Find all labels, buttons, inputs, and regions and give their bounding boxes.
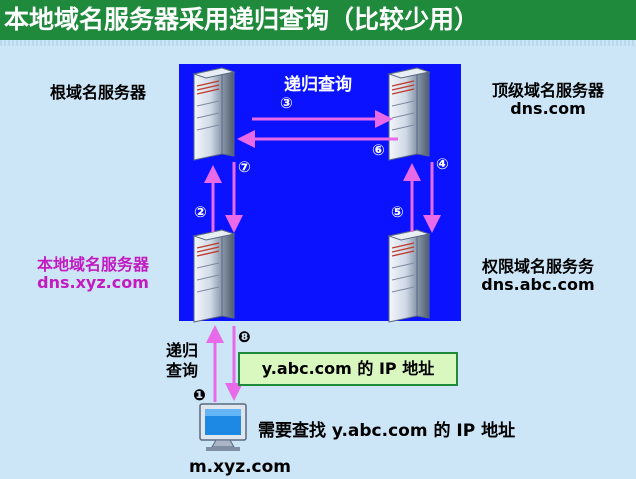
tld-server-domain: dns.com [510, 99, 586, 118]
step-5-label: ⑤ [391, 203, 404, 221]
step-2-label: ② [194, 203, 207, 221]
title-divider [0, 40, 636, 46]
root-server-name: 根域名服务器 [50, 83, 147, 102]
host-recursive-label-line2: 查询 [166, 361, 199, 380]
authoritative-server-name: 权限域名服务务 [481, 257, 594, 276]
tld-server-icon [388, 67, 430, 161]
host-name: m.xyz.com [188, 457, 292, 477]
step-3-label: ③ [280, 94, 293, 112]
step-8-label: ❽ [238, 328, 251, 346]
host-query-text: 需要查找 y.abc.com 的 IP 地址 [258, 421, 516, 441]
step-4-label: ④ [436, 155, 449, 173]
local-server-domain: dns.xyz.com [37, 273, 149, 292]
local-server-name: 本地域名服务器 [36, 255, 149, 274]
step-6-label: ⑥ [372, 141, 385, 159]
recursive-query-label: 递归查询 [284, 74, 352, 95]
step-7-label: ⑦ [238, 158, 251, 176]
tld-server-name: 顶级域名服务器 [491, 81, 604, 100]
root-server-icon [193, 67, 235, 161]
local-server-icon [193, 229, 235, 323]
host-recursive-label-line1: 递归 [166, 341, 199, 360]
authoritative-server-domain: dns.abc.com [481, 275, 595, 294]
answer-box: y.abc.com 的 IP 地址 [238, 352, 458, 386]
authoritative-server-icon [388, 229, 430, 323]
slide-title: 本地域名服务器采用递归查询（比较少用） [0, 0, 636, 40]
host-computer-icon [199, 403, 247, 451]
step-1-label: ❶ [193, 386, 206, 404]
